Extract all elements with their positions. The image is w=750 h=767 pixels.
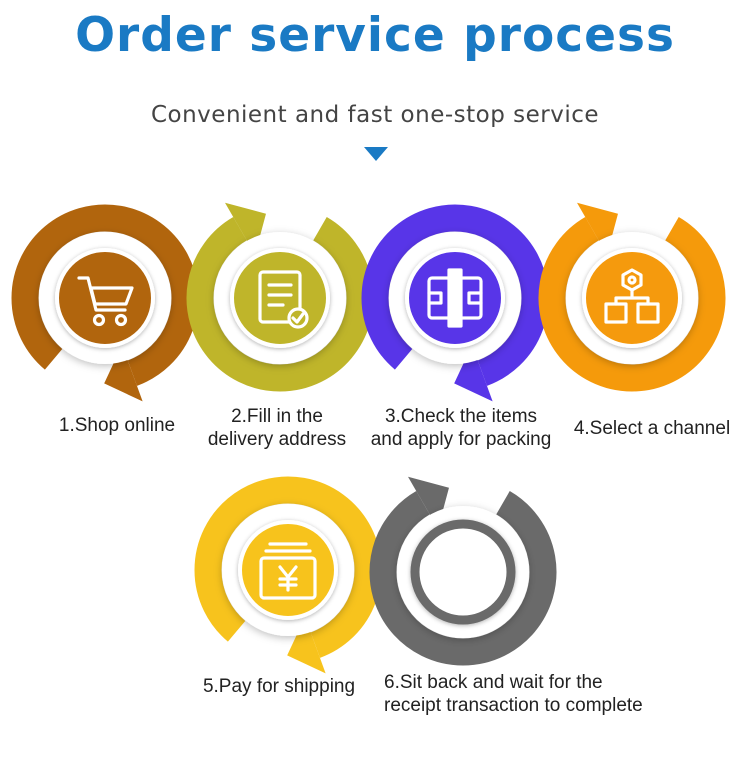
step-6-label-line-1: 6.Sit back and wait for the <box>384 672 603 693</box>
step-5-label-line-1: 5.Pay for shipping <box>202 676 356 697</box>
step-2-node <box>186 202 374 392</box>
package-check-icon <box>427 268 483 328</box>
down-arrow-icon <box>364 147 388 161</box>
channel-hierarchy-icon <box>604 268 660 324</box>
step-3-label-line-1: 3.Check the items <box>384 406 538 427</box>
step-5-arrow-icon <box>287 616 326 674</box>
page-subtitle: Convenient and fast one-stop service <box>150 102 600 128</box>
step-3-ring <box>361 204 549 386</box>
step-6-ring <box>369 491 557 666</box>
step-6-icon-circle <box>410 519 516 625</box>
step-3-label: 3.Check the items and apply for packing <box>358 405 564 451</box>
step-4-ring <box>538 217 726 392</box>
step-1-label-line-1: 1.Shop online <box>58 415 176 436</box>
step-5-icon-circle <box>238 520 338 620</box>
step-6-label: 6.Sit back and wait for the receipt tran… <box>384 671 680 717</box>
step-3-label-line-2: and apply for packing <box>370 429 552 450</box>
step-1-node <box>11 204 199 402</box>
step-1-ring <box>11 204 199 386</box>
yuan-payment-icon <box>259 542 317 600</box>
step-5-node <box>194 476 382 674</box>
step-2-label: 2.Fill in the delivery address <box>196 405 358 451</box>
shopping-cart-icon <box>77 276 134 327</box>
step-1-icon-circle <box>55 248 155 348</box>
step-5-label: 5.Pay for shipping <box>190 675 368 698</box>
step-3-arrow-icon <box>454 344 493 402</box>
step-1-label: 1.Shop online <box>46 414 188 437</box>
step-2-icon-circle <box>230 248 330 348</box>
step-6-node <box>369 476 557 666</box>
step-4-label-line-1: 4.Select a channel <box>573 418 731 439</box>
step-4-label: 4.Select a channel <box>564 417 740 440</box>
step-2-label-line-2: delivery address <box>207 429 347 450</box>
step-1-arrow-icon <box>104 344 143 402</box>
step-2-label-line-1: 2.Fill in the <box>231 406 323 427</box>
step-6-label-line-2: receipt transaction to complete <box>384 695 643 716</box>
step-2-ring <box>186 217 374 392</box>
page-title: Order service process <box>75 8 675 63</box>
step-5-ring <box>194 476 382 658</box>
form-document-icon <box>258 270 309 329</box>
